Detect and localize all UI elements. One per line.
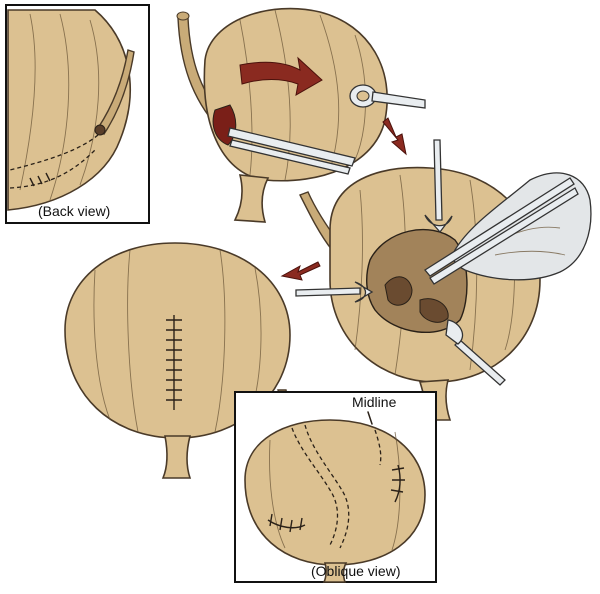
midline-label: Midline	[352, 394, 397, 410]
opened-bladder-step	[295, 139, 592, 421]
step-arrow-left-icon	[280, 261, 321, 281]
oblique-view-inset: Midline (Oblique view)	[234, 389, 437, 583]
back-view-inset: (Back view)	[5, 4, 150, 224]
oblique-view-label: (Oblique view)	[311, 563, 400, 579]
rotation-arrow-icon	[239, 56, 323, 96]
step-arrow-down-icon	[382, 117, 407, 156]
back-view-label: (Back view)	[38, 203, 110, 219]
rotation-step	[176, 7, 426, 223]
closed-bladder-step	[64, 242, 291, 479]
